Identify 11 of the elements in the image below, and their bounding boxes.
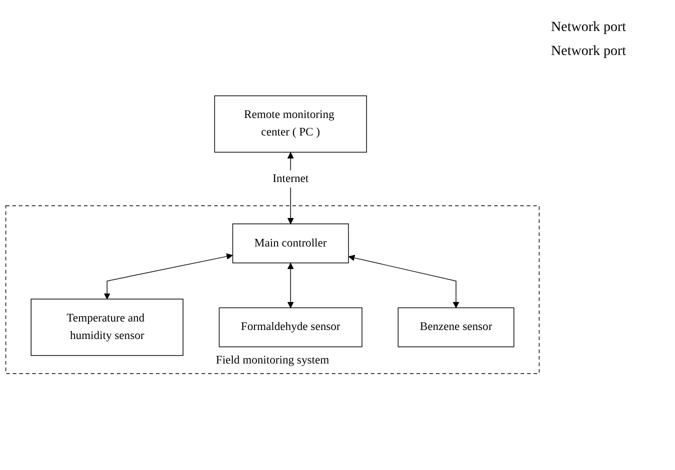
edge-label: Internet bbox=[272, 172, 309, 186]
node-box: Formaldehyde sensor bbox=[218, 308, 362, 348]
node-box: Temperature and humidity sensor bbox=[30, 299, 184, 356]
port-label: Network port bbox=[551, 44, 628, 60]
arrow bbox=[287, 263, 294, 308]
node-box: Main controller bbox=[232, 224, 349, 264]
arrow bbox=[104, 254, 233, 300]
node-box: Benzene sensor bbox=[398, 308, 514, 348]
port-label: Network port bbox=[551, 20, 628, 36]
node-box: Remote monitoring center ( PC ) bbox=[214, 96, 367, 153]
arrow bbox=[348, 255, 460, 308]
